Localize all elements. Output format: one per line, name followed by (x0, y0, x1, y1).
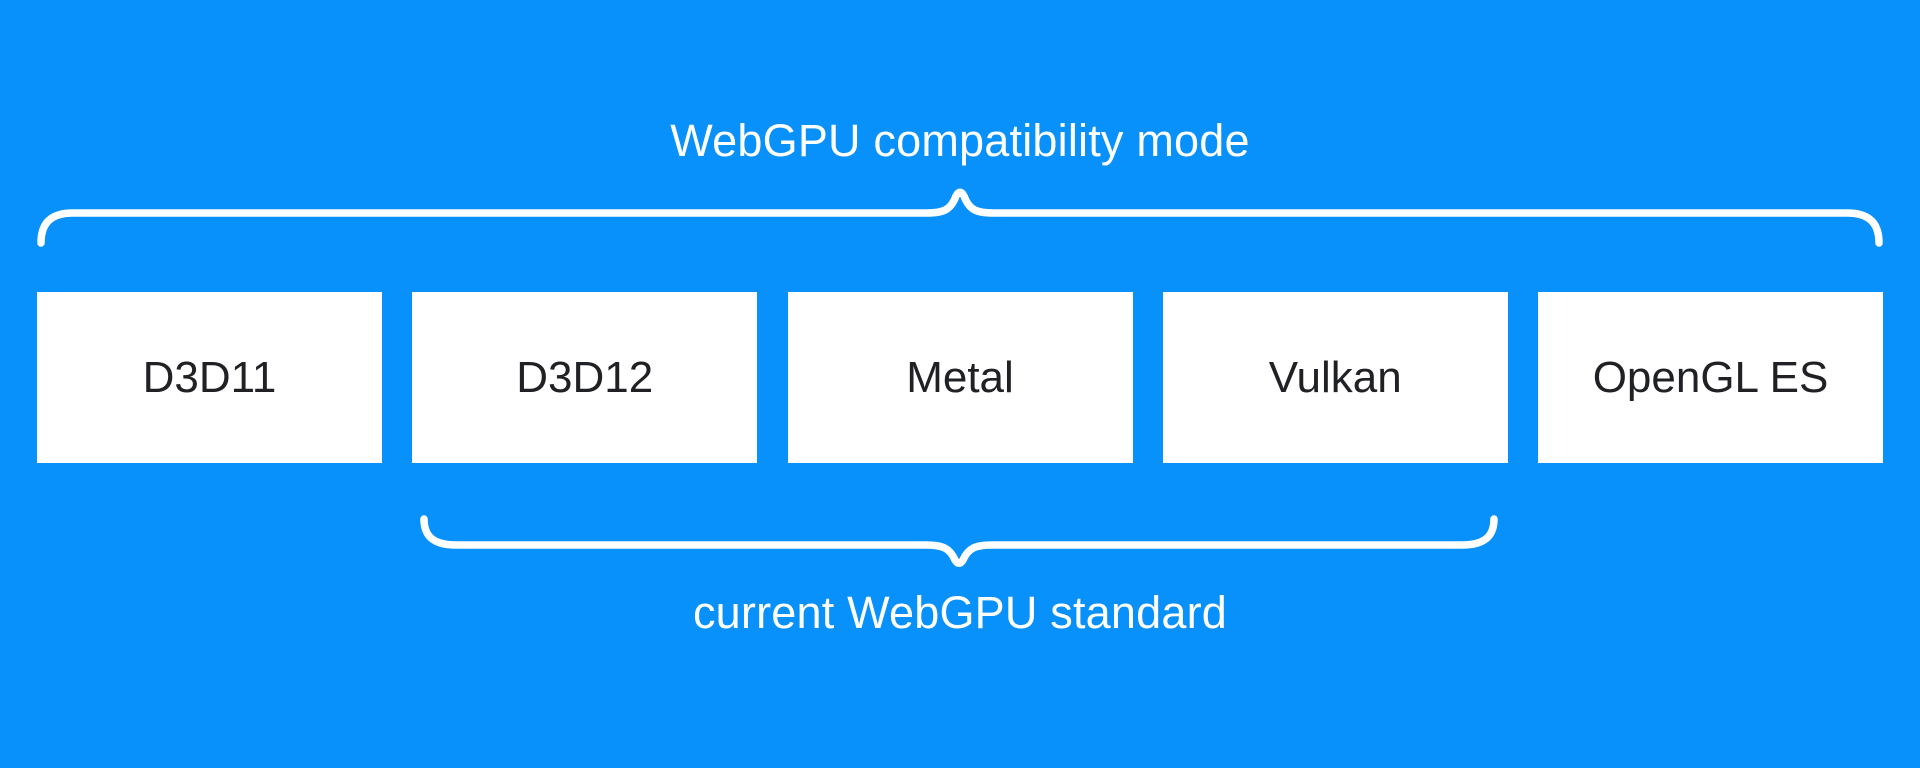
top-brace-label: WebGPU compatibility mode (670, 115, 1250, 166)
backend-box-opengl-es: OpenGL ES (1538, 292, 1883, 463)
bottom-brace (420, 515, 1498, 567)
top-brace-path (37, 188, 1883, 247)
top-brace (37, 188, 1883, 247)
bottom-brace-label: current WebGPU standard (692, 587, 1227, 638)
backend-row: D3D11 D3D12 Metal Vulkan OpenGL ES (37, 292, 1883, 463)
backend-box-label: Vulkan (1268, 352, 1402, 402)
backend-box-d3d12: D3D12 (412, 292, 758, 463)
backend-box-vulkan: Vulkan (1162, 292, 1508, 463)
bottom-brace-path (420, 515, 1498, 567)
backend-box-label: D3D11 (142, 352, 277, 402)
backend-box-metal: Metal (787, 292, 1133, 463)
backend-box-d3d11: D3D11 (37, 292, 382, 463)
backend-box-label: OpenGL ES (1592, 352, 1829, 402)
backend-box-label: Metal (906, 352, 1014, 402)
backend-box-label: D3D12 (516, 352, 654, 402)
